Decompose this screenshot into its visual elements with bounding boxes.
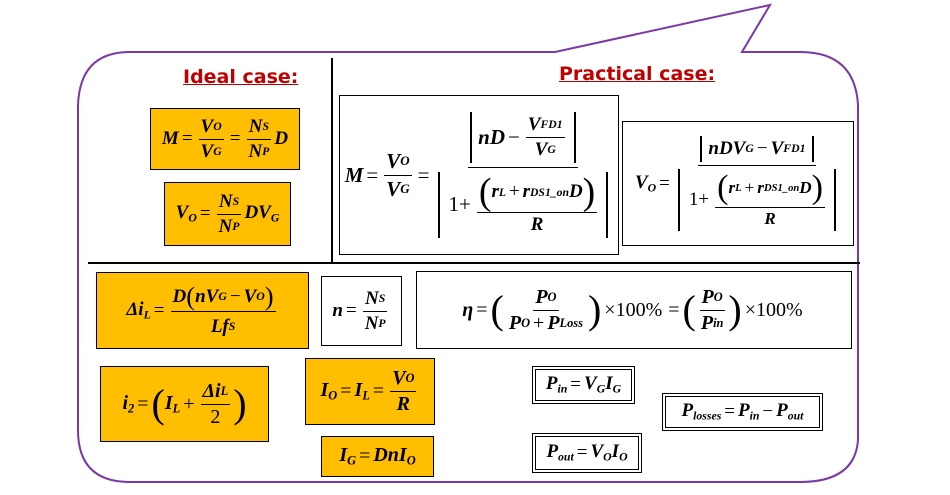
horizontal-divider <box>88 262 860 264</box>
pin-equation: Pin=VGIG <box>532 366 635 404</box>
plosses-equation: Plosses=Pin−Pout <box>662 393 823 431</box>
vertical-divider <box>331 58 333 263</box>
practical-case-header: Practical case: <box>559 63 716 85</box>
ideal-case-header: Ideal case: <box>183 66 299 88</box>
ig-equation: IG=DnIO <box>321 436 434 477</box>
pout-equation: Pout=VOIO <box>532 433 642 473</box>
